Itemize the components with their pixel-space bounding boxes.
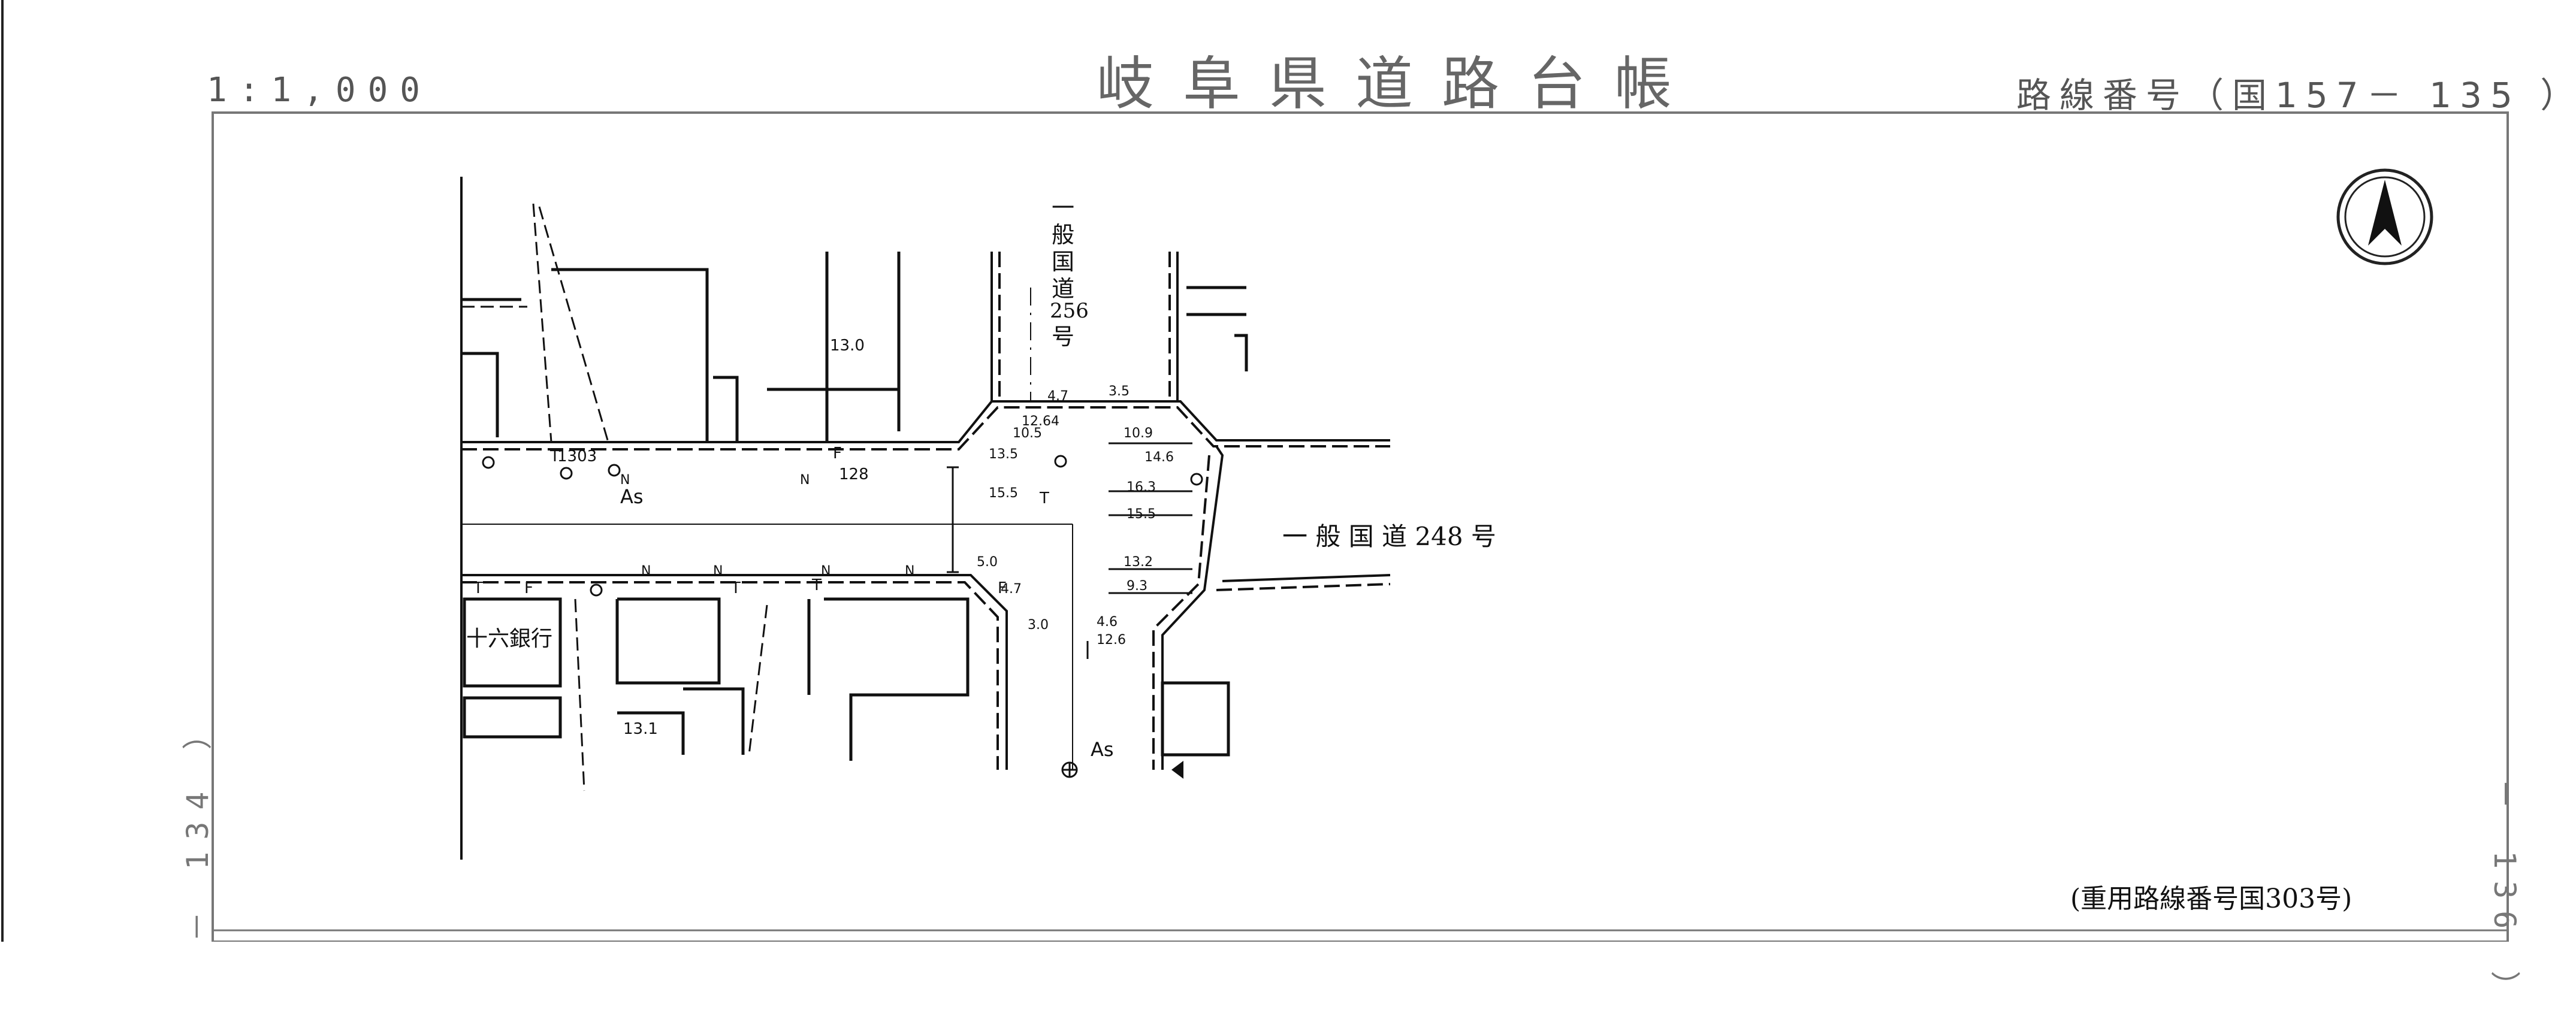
width-label: 16.3 [1127, 480, 1156, 495]
utility-symbol: N [641, 564, 651, 579]
elevation-label: 12.64 [1022, 414, 1059, 429]
utility-symbol: T [549, 447, 560, 465]
width-label: 4.6 [1097, 615, 1118, 630]
surface-label: As [620, 485, 644, 508]
elevation-label: 13.0 [830, 337, 865, 355]
width-label: 13.2 [1124, 555, 1153, 570]
width-label: 10.5 [1013, 426, 1042, 441]
utility-symbol: F [998, 579, 1007, 597]
utility-symbol: N [620, 473, 630, 488]
map-scale: 1:1,000 [207, 71, 433, 110]
width-label: 4.7 [1047, 389, 1068, 404]
utility-symbol: N [800, 473, 810, 488]
east-west-road [461, 400, 1391, 770]
elevation-label: 128 [839, 465, 869, 483]
elevation-label: 12.6 [1097, 633, 1126, 648]
dimension-marks [482, 442, 1203, 778]
width-label: 10.9 [1124, 426, 1153, 441]
north-arrow-icon [2336, 168, 2433, 265]
route-256-char-2: 般 [1052, 222, 1074, 248]
route-256-char-4: 道 [1052, 276, 1074, 302]
utility-symbol: F [833, 444, 842, 462]
route-256-char-6: 号 [1052, 323, 1074, 350]
bank-label: 十六銀行 [466, 627, 552, 651]
route-248-label: 一 般 国 道 248 号 [1282, 522, 1496, 551]
utility-symbol: T [811, 576, 822, 594]
utility-symbol: N [713, 564, 723, 579]
utility-symbol: N [905, 564, 914, 579]
property-lines [461, 203, 768, 791]
road-ledger-map: 一 般 国 道 256 号 一 般 国 道 248 号 十六銀行 As As 1… [1, 0, 2509, 942]
utility-symbol: T [730, 579, 741, 597]
utility-symbol: F [524, 579, 533, 597]
elevation-label: 1303 [557, 447, 597, 465]
route-number: 路線番号（国157－ 135 ） [2016, 75, 2576, 116]
route-256-char-1: 一 [1052, 195, 1074, 221]
width-label: 3.5 [1109, 384, 1130, 399]
width-label: 5.0 [977, 555, 998, 570]
width-label: 15.5 [989, 486, 1018, 501]
width-label: 9.3 [1127, 579, 1147, 594]
surface-label: As [1091, 738, 1114, 761]
route-256-char-5: 256 [1050, 299, 1089, 323]
building-outlines [461, 252, 1248, 761]
width-label: 13.5 [989, 447, 1018, 462]
north-south-road [990, 252, 1179, 401]
utility-symbol: T [473, 579, 483, 597]
footnote: (重用路線番号国303号) [2070, 884, 2352, 914]
utility-symbol: N [821, 564, 831, 579]
width-label: 15.5 [1127, 507, 1156, 522]
width-label: 3.0 [1028, 618, 1049, 633]
width-label: 4.7 [1001, 582, 1022, 597]
route-256-char-3: 国 [1052, 249, 1074, 275]
page-title: 岐阜県道路台帳 [1097, 50, 1701, 117]
utility-symbol: T [1039, 489, 1049, 507]
elevation-label: 13.1 [623, 720, 658, 738]
width-label: 14.6 [1144, 450, 1174, 465]
survey-marker-icon [1171, 761, 1183, 779]
map-frame [212, 111, 2509, 942]
